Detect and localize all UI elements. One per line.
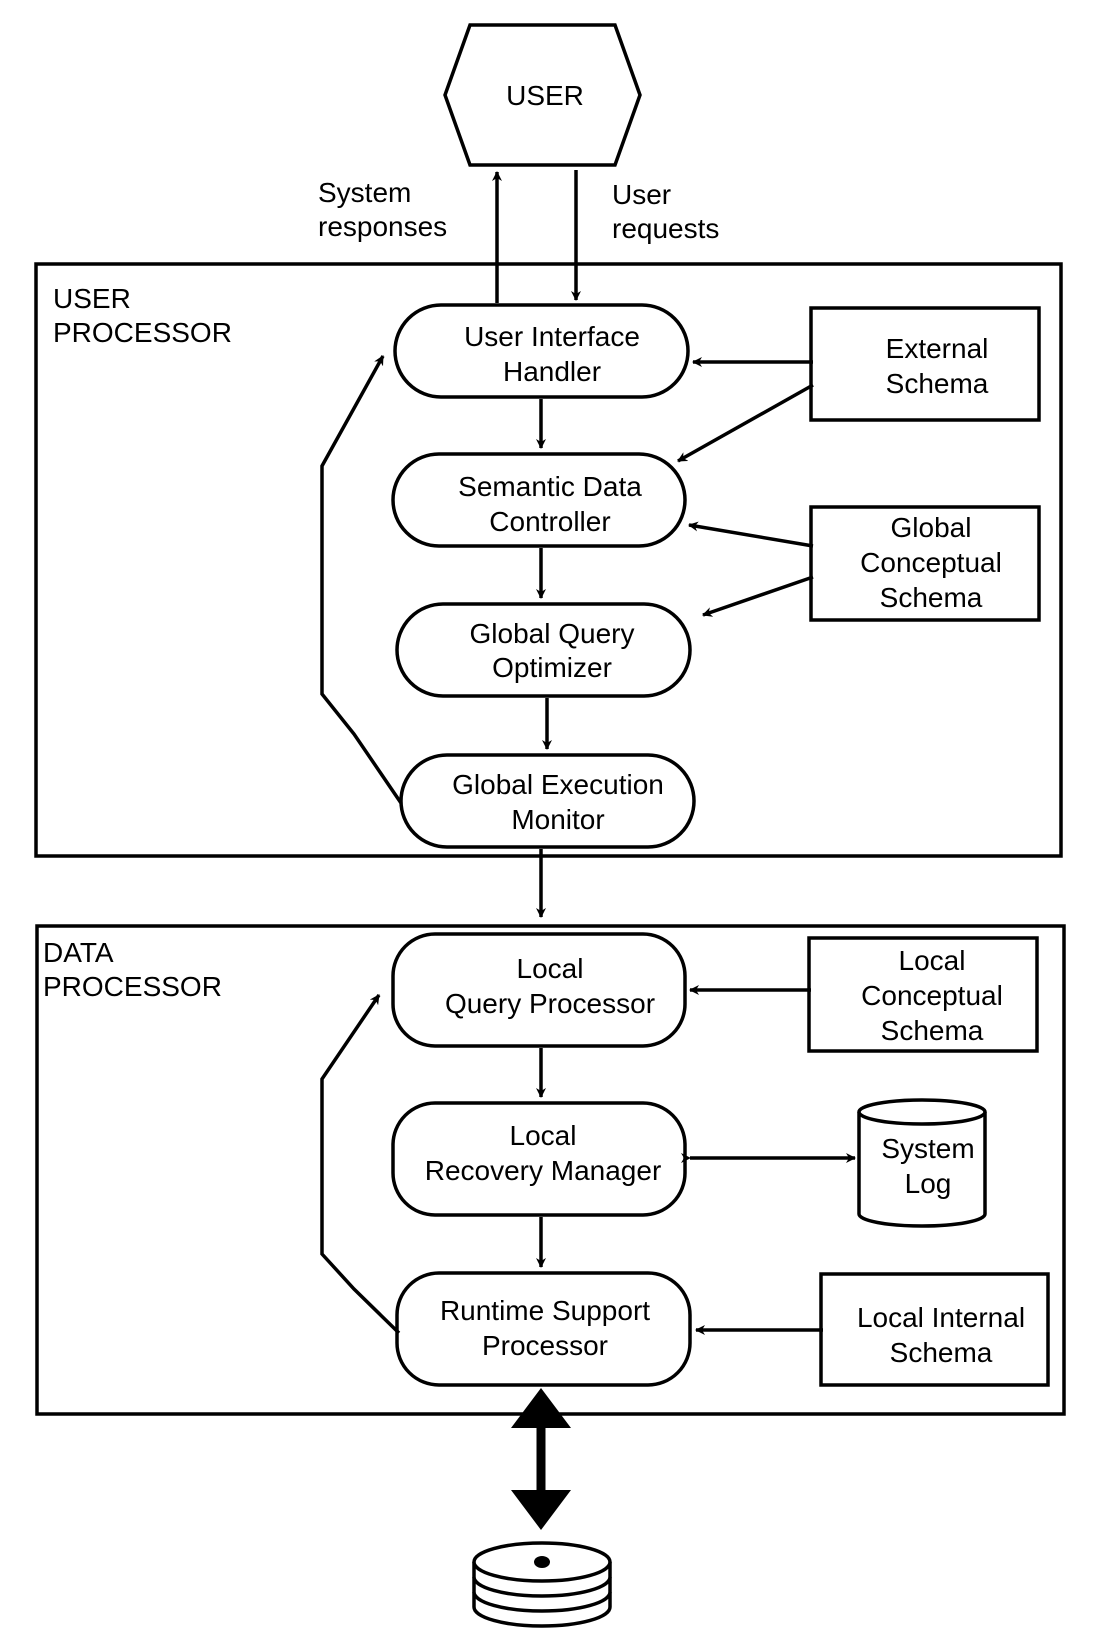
global-query-optimizer-line-1: Global Query <box>470 618 635 649</box>
semantic-data-controller <box>391 452 687 548</box>
external-schema-line-1: External <box>886 333 989 364</box>
system-responses-line-1: System <box>318 177 411 208</box>
system-log-cylinder: System Log <box>857 1098 987 1228</box>
user-interface-handler <box>393 303 690 399</box>
local-internal-schema <box>819 1272 1050 1387</box>
local-internal-schema-line-1: Local Internal <box>857 1302 1025 1333</box>
runtime-support-processor-line-2: Processor <box>482 1330 608 1361</box>
local-query-processor-line-2: Query Processor <box>445 988 655 1019</box>
user-requests-line-2: requests <box>612 213 719 244</box>
global-conceptual-schema <box>809 505 1041 622</box>
local-conceptual-schema <box>807 936 1039 1053</box>
local-conceptual-schema-line-3: Schema <box>881 1015 984 1046</box>
user-interface-handler-line-1: User Interface <box>464 321 640 352</box>
external-schema <box>809 306 1041 422</box>
system-responses-line-2: responses <box>318 211 447 242</box>
runtime-support-processor-line-1: Runtime Support <box>440 1295 650 1326</box>
local-conceptual-schema-line-1: Local <box>899 945 966 976</box>
local-query-processor <box>391 932 687 1048</box>
feedback-monitor-to-ui <box>320 355 403 804</box>
local-internal-schema-line-2: Schema <box>890 1337 993 1368</box>
feedback-runtime-to-local-query <box>320 994 401 1335</box>
user-interface-handler-line-2: Handler <box>503 356 601 387</box>
arrow-global-conceptual-to-semantic <box>688 521 814 548</box>
user-processor-frame <box>34 262 1063 858</box>
global-query-optimizer-line-2: Optimizer <box>492 652 612 683</box>
global-conceptual-schema-line-3: Schema <box>880 582 983 613</box>
global-query-optimizer <box>395 602 692 698</box>
global-conceptual-schema-line-2: Conceptual <box>860 547 1002 578</box>
user-label: USER <box>506 80 584 111</box>
local-query-processor-line-1: Local <box>517 953 584 984</box>
semantic-data-controller-line-1: Semantic Data <box>458 471 642 502</box>
global-conceptual-schema-line-1: Global <box>891 512 972 543</box>
runtime-support-processor <box>395 1271 692 1387</box>
system-log-line-2: Log <box>905 1168 952 1199</box>
local-recovery-manager-line-1: Local <box>510 1120 577 1151</box>
database-io-arrowhead-down <box>511 1490 571 1530</box>
user-requests-line-1: User <box>612 179 671 210</box>
data-processor-title-1: DATA <box>43 937 114 968</box>
global-execution-monitor-line-1: Global Execution <box>452 769 664 800</box>
user-processor-title-2: PROCESSOR <box>53 317 232 348</box>
user-node: USER <box>443 23 642 167</box>
system-log-line-1: System <box>881 1133 974 1164</box>
database-disk-icon <box>472 1541 612 1628</box>
local-recovery-manager-line-2: Recovery Manager <box>425 1155 662 1186</box>
global-execution-monitor-line-2: Monitor <box>511 804 604 835</box>
user-processor-title-1: USER <box>53 283 131 314</box>
semantic-data-controller-line-2: Controller <box>489 506 610 537</box>
arrow-external-to-semantic <box>677 383 814 463</box>
data-processor-title-2: PROCESSOR <box>43 971 222 1002</box>
local-conceptual-schema-line-2: Conceptual <box>861 980 1003 1011</box>
arrow-global-conceptual-to-optimizer <box>702 575 814 617</box>
database-io-arrowhead-up <box>511 1388 571 1428</box>
external-schema-line-2: Schema <box>886 368 989 399</box>
